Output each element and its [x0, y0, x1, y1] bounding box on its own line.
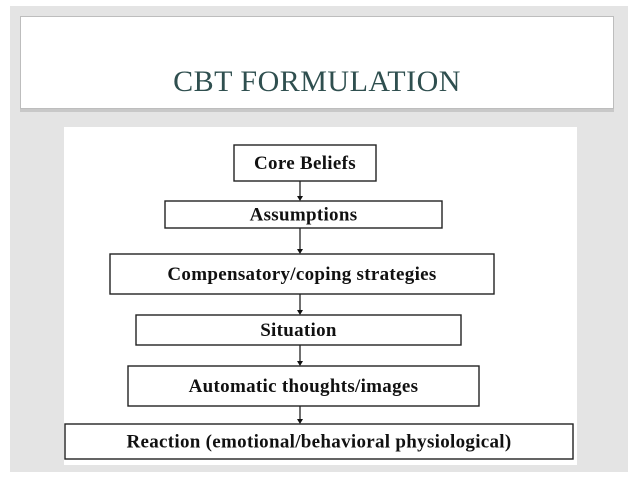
node-box [64, 423, 574, 460]
node-box [135, 314, 462, 346]
title-panel: CBT FORMULATION [20, 16, 614, 109]
arrow-head-icon [297, 361, 303, 366]
node-assumptions: Assumptions [164, 200, 443, 229]
edge-situation-to-automatic-thoughts [297, 345, 303, 366]
node-label: Situation [260, 320, 337, 341]
arrow-head-icon [297, 310, 303, 315]
edges-layer [297, 181, 303, 424]
node-situation: Situation [135, 314, 462, 346]
node-box [127, 365, 480, 407]
arrow-head-icon [297, 249, 303, 254]
slide-title: CBT FORMULATION [173, 65, 461, 98]
node-label: Reaction (emotional/behavioral physiolog… [126, 432, 511, 453]
edge-core-beliefs-to-assumptions [297, 181, 303, 201]
arrow-head-icon [297, 196, 303, 201]
node-label: Assumptions [250, 205, 358, 226]
node-core-beliefs: Core Beliefs [233, 144, 377, 182]
arrow-head-icon [297, 419, 303, 424]
node-compensatory: Compensatory/coping strategies [109, 253, 495, 295]
edge-automatic-thoughts-to-reaction [297, 406, 303, 424]
node-box [109, 253, 495, 295]
node-automatic-thoughts: Automatic thoughts/images [127, 365, 480, 407]
node-label: Compensatory/coping strategies [167, 264, 436, 285]
node-box [164, 200, 443, 229]
node-reaction: Reaction (emotional/behavioral physiolog… [64, 423, 574, 460]
edge-assumptions-to-compensatory [297, 228, 303, 254]
nodes-layer: Core BeliefsAssumptionsCompensatory/copi… [64, 144, 574, 460]
node-box [233, 144, 377, 182]
node-label: Core Beliefs [254, 153, 356, 174]
node-label: Automatic thoughts/images [189, 376, 419, 397]
edge-compensatory-to-situation [297, 294, 303, 315]
flowchart: Core BeliefsAssumptionsCompensatory/copi… [64, 144, 574, 460]
